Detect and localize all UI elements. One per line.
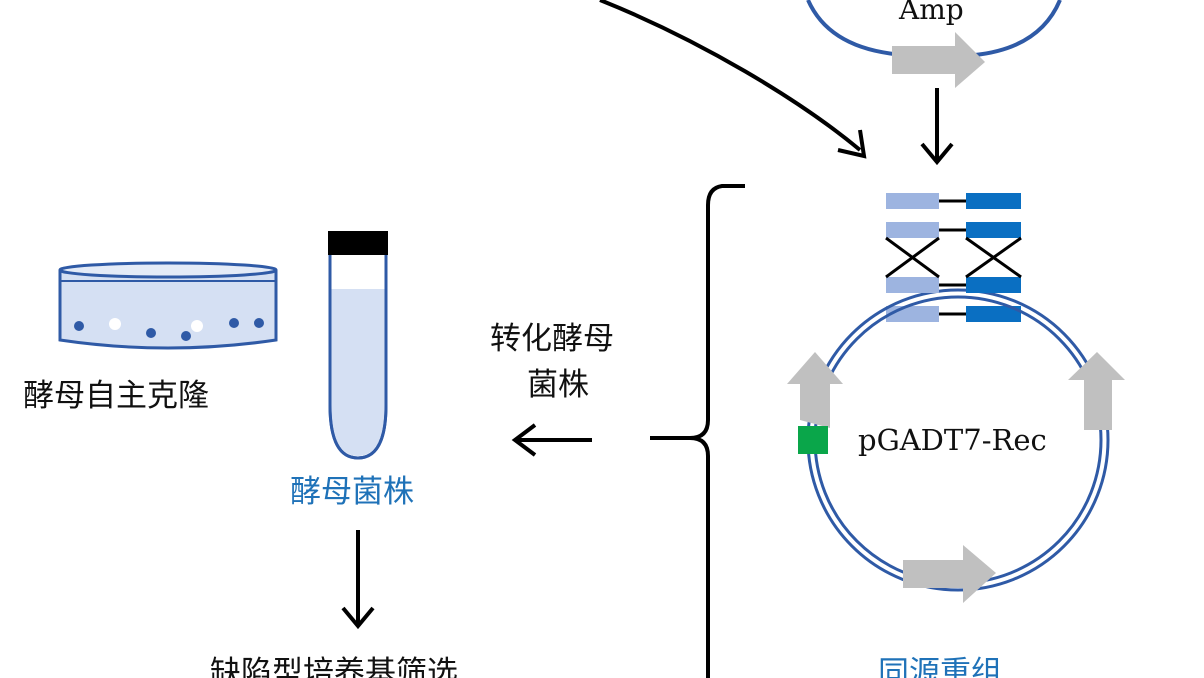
pgadt7-plasmid — [787, 285, 1125, 603]
transform-label-line2: 菌株 — [527, 367, 589, 403]
amp-label: Amp — [899, 0, 964, 26]
green-marker — [798, 426, 828, 454]
right-gray-arrow — [1068, 352, 1125, 430]
transform-label-line1: 转化酵母 — [490, 321, 614, 357]
yeast-clone-label: 酵母自主克隆 — [23, 378, 209, 414]
down-arrow-tube — [341, 530, 375, 630]
left-gray-arrow — [787, 352, 843, 428]
left-arrow — [511, 423, 592, 457]
top-plasmid — [806, 0, 1062, 88]
yeast-strain-label: 酵母菌株 — [290, 474, 414, 510]
plasmid-label: pGADT7-Rec — [858, 423, 1047, 457]
curly-brace — [650, 184, 745, 678]
homologous-label: 同源重组 — [878, 655, 1002, 678]
bottom-gray-arrow — [903, 545, 996, 603]
test-tube — [328, 231, 388, 460]
down-arrow-top — [920, 88, 954, 166]
amp-arrow — [892, 32, 985, 88]
petri-dish — [58, 261, 278, 350]
screening-label: 缺陷型培养基筛选 — [210, 655, 458, 678]
curved-arrow — [599, 0, 867, 159]
